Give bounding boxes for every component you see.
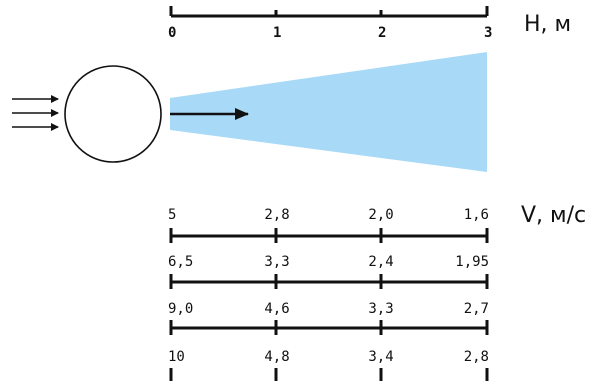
height-tick-label: 3 bbox=[484, 25, 492, 41]
velocity-value: 2,4 bbox=[368, 254, 393, 270]
velocity-row: 6,5 3,3 2,4 1,95 bbox=[168, 254, 489, 289]
height-scale: 0 1 2 3 H, м bbox=[168, 6, 571, 41]
velocity-value: 10 bbox=[168, 349, 185, 365]
velocity-value: 4,8 bbox=[264, 349, 289, 365]
velocity-value: 2,7 bbox=[464, 301, 489, 317]
velocity-value: 4,6 bbox=[264, 301, 289, 317]
air-jet-cone bbox=[170, 52, 487, 172]
outlet-circle-icon bbox=[64, 65, 162, 163]
velocity-row: 10 4,8 3,4 2,8 bbox=[168, 349, 489, 381]
height-unit-label: H, м bbox=[524, 12, 571, 37]
velocity-value: 2,8 bbox=[464, 349, 489, 365]
inflow-arrows-icon bbox=[12, 95, 59, 131]
velocity-value: 9,0 bbox=[168, 301, 193, 317]
velocity-value: 3,3 bbox=[368, 301, 393, 317]
height-tick-label: 0 bbox=[168, 25, 176, 41]
velocity-value: 5 bbox=[168, 207, 176, 223]
velocity-value: 2,0 bbox=[368, 207, 393, 223]
height-tick-label: 2 bbox=[378, 25, 386, 41]
velocity-unit-label: V, м/с bbox=[521, 203, 586, 228]
velocity-value: 1,95 bbox=[455, 254, 489, 270]
height-tick-label: 1 bbox=[273, 25, 281, 41]
velocity-row: 5 2,8 2,0 1,6 bbox=[168, 207, 489, 243]
velocity-row: 9,0 4,6 3,3 2,7 bbox=[168, 301, 489, 335]
velocity-value: 3,3 bbox=[264, 254, 289, 270]
velocity-value: 1,6 bbox=[464, 207, 489, 223]
velocity-value: 3,4 bbox=[368, 349, 393, 365]
velocity-value: 6,5 bbox=[168, 254, 193, 270]
velocity-value: 2,8 bbox=[264, 207, 289, 223]
